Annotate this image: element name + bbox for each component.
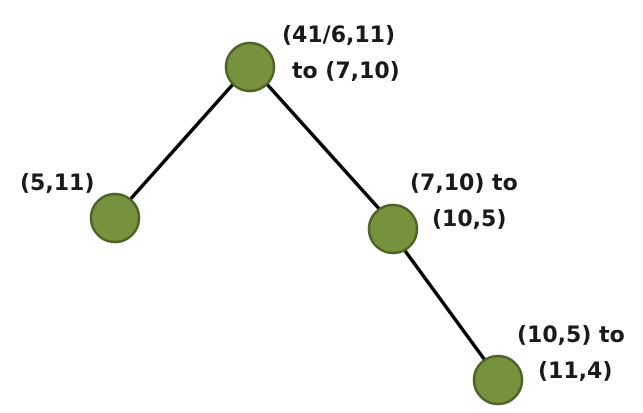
node-root-label-line1: (41/6,11) xyxy=(282,23,395,48)
node-right-grandchild-label-line1: (10,5) to xyxy=(517,323,625,348)
node-right-child xyxy=(367,203,419,255)
node-left-child-label: (5,11) xyxy=(20,171,94,196)
node-root-label-line2: to (7,10) xyxy=(292,59,400,84)
node-right-child-label-line1: (7,10) to xyxy=(410,171,518,196)
edge-root-to-left-child xyxy=(125,80,237,205)
node-left-child xyxy=(89,192,141,244)
node-right-child-label-line2: (10,5) xyxy=(432,207,506,232)
edge-right-child-to-grandchild xyxy=(401,246,489,365)
node-right-grandchild-label-line2: (11,4) xyxy=(538,359,612,384)
node-root xyxy=(224,41,276,93)
edge-root-to-right-child xyxy=(263,80,384,214)
node-right-grandchild xyxy=(472,354,524,406)
